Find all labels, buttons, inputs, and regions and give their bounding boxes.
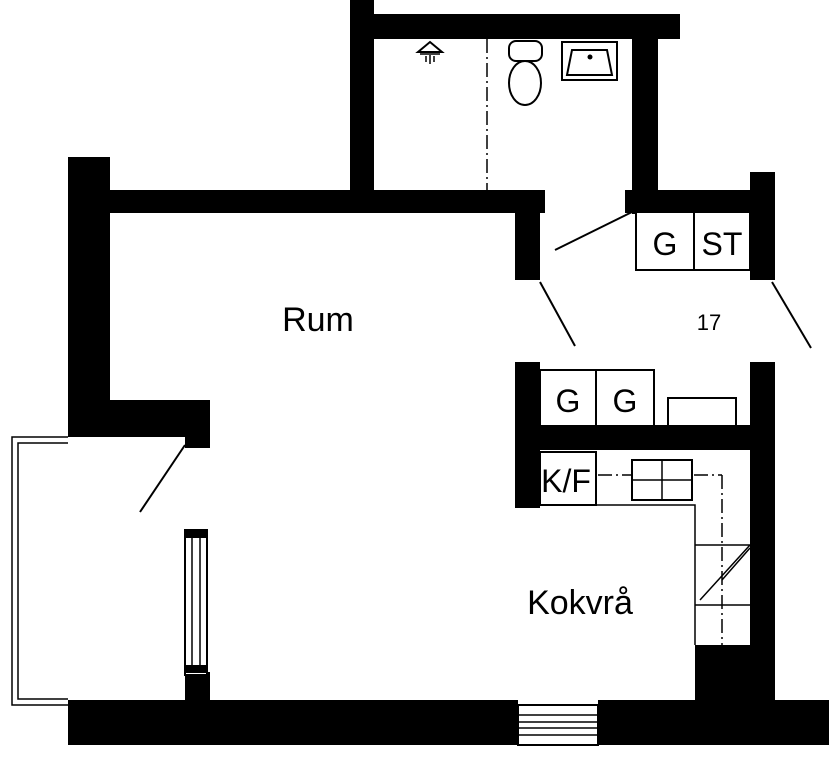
bathroom-wall-top xyxy=(350,14,680,39)
room-wall-bottom-right xyxy=(598,700,829,745)
wardrobe-wall-bottom xyxy=(515,425,775,450)
sink-icon xyxy=(561,41,618,81)
stove-icon xyxy=(631,459,693,501)
entrance-door-swing xyxy=(771,281,812,349)
shower-icon xyxy=(415,40,445,64)
room-wall-pier xyxy=(185,400,210,448)
room-wall-bottom-left xyxy=(68,700,518,745)
bathroom-door-swing xyxy=(554,211,633,251)
room-wall-top xyxy=(68,190,545,213)
wardrobe-g-label-2: G xyxy=(613,383,638,419)
kitchen-wall-corner xyxy=(695,645,775,705)
toilet-icon xyxy=(508,40,543,106)
kitchen-counter xyxy=(539,451,723,645)
balcony xyxy=(11,436,186,706)
room-wall-top-stub xyxy=(515,190,540,280)
fridge-label: K/F xyxy=(541,463,591,499)
wardrobe-g-label-1: G xyxy=(556,383,581,419)
room-door-swing xyxy=(539,281,576,347)
kitchen-cabinet-steps xyxy=(695,544,751,606)
hall-cabinets xyxy=(635,211,751,271)
hall-cabinet-st-label: ST xyxy=(702,226,743,262)
hall-wall-right xyxy=(750,172,775,280)
room-label-rum: Rum xyxy=(282,301,354,339)
balcony-door-swing xyxy=(139,444,186,513)
hall-cabinet-g-label: G xyxy=(653,226,678,262)
hall-wall-top xyxy=(625,190,775,213)
bathroom-wall-right xyxy=(632,14,658,214)
balcony-door-post xyxy=(185,672,210,704)
window-icon xyxy=(517,704,599,746)
walls xyxy=(68,0,829,745)
balcony-door xyxy=(184,529,208,676)
wardrobes xyxy=(539,369,737,427)
room-label-kokvra: Kokvrå xyxy=(527,584,633,622)
room-wall-left xyxy=(68,157,110,437)
unit-number: 17 xyxy=(697,310,721,335)
